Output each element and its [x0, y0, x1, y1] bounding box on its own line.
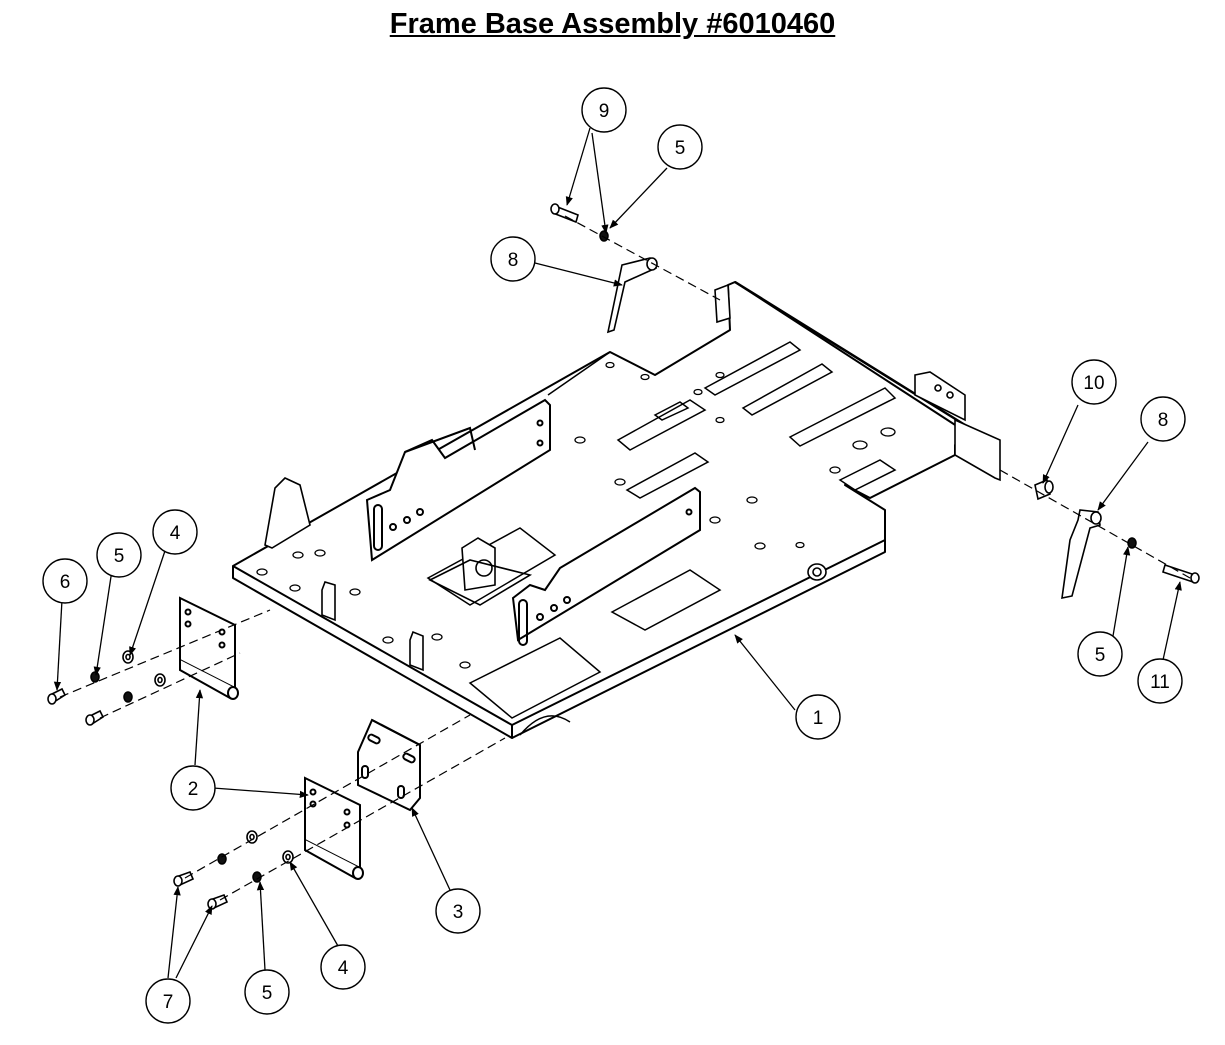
left-rail [365, 398, 551, 562]
callout-11: 11 [1150, 672, 1170, 693]
callout-10: 10 [1083, 373, 1104, 394]
callout-3: 3 [453, 902, 464, 923]
callout-6: 6 [60, 572, 71, 593]
callout-7: 7 [163, 992, 174, 1013]
callout-4-upper: 4 [170, 523, 181, 544]
callout-9: 9 [599, 101, 610, 122]
callout-2: 2 [188, 779, 199, 800]
callout-8-right: 8 [1158, 410, 1169, 431]
bracket-part-3 [357, 718, 421, 812]
callout-5-left: 5 [114, 546, 125, 567]
frame-base-plate [232, 280, 967, 739]
diagram-title: Frame Base Assembly #6010460 [389, 8, 836, 40]
callout-labels: 1 2 3 4 4 5 5 5 5 6 7 8 8 9 10 11 [60, 101, 1170, 1013]
assembly-centerlines [59, 215, 1191, 901]
callout-4-lower: 4 [338, 958, 349, 979]
callout-1: 1 [813, 708, 824, 729]
center-rail [511, 486, 701, 646]
callout-bubbles [42, 87, 1186, 1024]
bracket-part-2-lower [304, 776, 364, 880]
callout-5-right: 5 [1095, 645, 1106, 666]
callout-leaders [53, 127, 1182, 979]
frame-tabs [264, 283, 1001, 672]
bracket-part-2-upper [179, 596, 239, 700]
callout-5-top: 5 [675, 138, 686, 159]
callout-8-top: 8 [508, 250, 519, 271]
callout-5-lower: 5 [262, 983, 273, 1004]
